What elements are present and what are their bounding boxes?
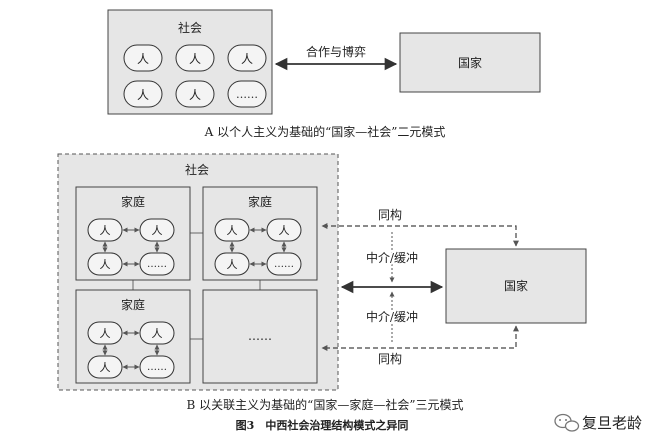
isomorph-arrow-bottom xyxy=(321,325,519,351)
person-label: …… xyxy=(274,259,294,270)
person-node xyxy=(139,355,175,379)
person-node xyxy=(87,252,123,276)
person-label: 人 xyxy=(152,327,163,340)
person-label: 人 xyxy=(241,52,253,66)
person-label: 人 xyxy=(100,258,111,271)
watermark: 复旦老龄 xyxy=(554,413,642,432)
person-node xyxy=(139,321,175,345)
person-label: 人 xyxy=(100,224,111,237)
person-node: 人 xyxy=(175,80,215,108)
society-title-a: 社会 xyxy=(178,20,202,35)
wechat-icon xyxy=(554,413,580,432)
person-label: 人 xyxy=(152,224,163,237)
caption-b: B 以关联主义为基础的“国家—家庭—社会”三元模式 xyxy=(187,397,464,412)
state-box-a xyxy=(399,32,541,93)
family-box: 家庭 人 人 人 …… xyxy=(75,186,191,281)
state-box-b xyxy=(445,248,587,324)
ellipsis-label: …… xyxy=(248,329,272,343)
isomorph-label-top: 同构 xyxy=(378,207,402,222)
family-box: 家庭 人 人 人 …… xyxy=(202,186,318,281)
state-label-b: 国家 xyxy=(504,278,528,293)
family-title: 家庭 xyxy=(121,297,145,312)
person-label: 人 xyxy=(100,361,111,374)
person-node: …… xyxy=(227,80,267,108)
person-label: …… xyxy=(147,259,167,270)
caption-a: A 以个人主义为基础的“国家—社会”二元模式 xyxy=(204,124,446,139)
watermark-text: 复旦老龄 xyxy=(582,414,642,432)
person-node xyxy=(139,252,175,276)
family-box: 家庭 人 人 人 …… xyxy=(75,289,191,384)
diagram-b: 社会 家庭 人 人 人 …… 家庭 人 xyxy=(57,153,587,412)
isomorph-arrow-top xyxy=(321,223,519,247)
cooperation-label: 合作与博弈 xyxy=(306,44,366,59)
figure-caption: 图3 中西社会治理结构模式之异同 xyxy=(236,418,409,432)
person-label: 人 xyxy=(227,258,238,271)
person-node xyxy=(87,355,123,379)
person-node xyxy=(139,218,175,242)
person-label: 人 xyxy=(279,224,290,237)
person-node xyxy=(87,321,123,345)
family-title: 家庭 xyxy=(248,194,272,209)
person-label: 人 xyxy=(189,88,201,102)
person-node xyxy=(87,218,123,242)
state-label-a: 国家 xyxy=(458,55,482,70)
person-label: …… xyxy=(236,88,258,101)
person-label: …… xyxy=(147,362,167,373)
family-title: 家庭 xyxy=(121,194,145,209)
person-label: 人 xyxy=(100,327,111,340)
person-node xyxy=(266,218,302,242)
empty-family-box xyxy=(202,289,318,384)
mediation-label-bottom: 中介/缓冲 xyxy=(366,309,418,324)
person-label: 人 xyxy=(137,52,149,66)
person-node xyxy=(214,252,250,276)
person-node: 人 xyxy=(123,80,163,108)
person-label: 人 xyxy=(227,224,238,237)
isomorph-label-bottom: 同构 xyxy=(378,351,402,366)
person-node xyxy=(214,218,250,242)
society-title-b: 社会 xyxy=(185,162,209,177)
person-label: 人 xyxy=(137,88,149,102)
person-label: 人 xyxy=(189,52,201,66)
diagram-a: 社会 人 人 人 人 人 …… 合作与博弈 国家 A 以个人主义为基础的 xyxy=(107,9,541,139)
person-node xyxy=(266,252,302,276)
person-node: 人 xyxy=(227,44,267,72)
mediation-label-top: 中介/缓冲 xyxy=(366,250,418,265)
person-node: 人 xyxy=(175,44,215,72)
person-node: 人 xyxy=(123,44,163,72)
